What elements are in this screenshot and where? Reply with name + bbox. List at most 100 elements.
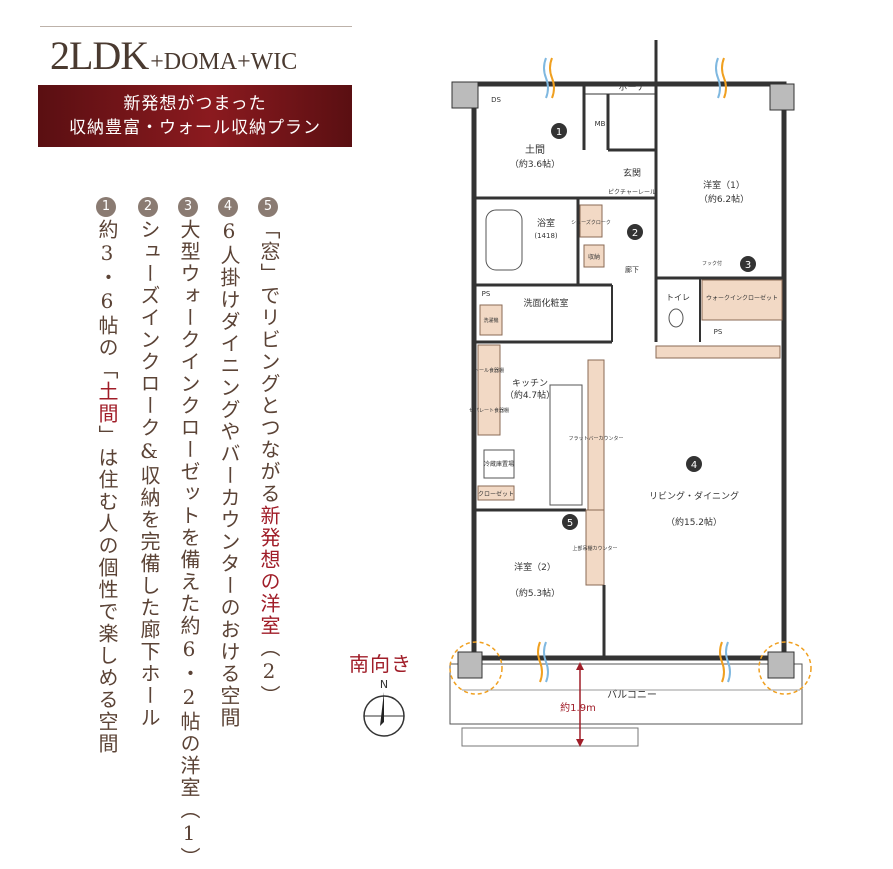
wall-storage-strip	[655, 345, 781, 359]
airflow-icon	[537, 641, 549, 683]
compass-north-label: N	[380, 678, 388, 691]
marker-1-num: 1	[556, 127, 562, 138]
floor-plan: ポーチ MB DS 1 土間 （約3.6帖） 玄関 ピクチャーレール 浴室 (1…	[449, 40, 812, 747]
ds-label: DS	[491, 96, 501, 104]
banner-line-1: 新発想がつまった	[123, 94, 267, 114]
marker-3	[740, 256, 756, 272]
plan-type-suffix: +DOMA+WIC	[150, 49, 298, 75]
header-rule	[40, 26, 352, 27]
depth-arrow-head-top	[576, 662, 584, 670]
feature-text-end: （2）	[257, 637, 281, 707]
column-tl	[451, 81, 479, 109]
feature-text: 大型ウォークインクローゼットを備えた約6・2帖の洋室（1）	[177, 219, 201, 869]
porch-label: ポーチ	[618, 82, 645, 93]
washer-label: 洗濯機	[483, 317, 498, 324]
plan-type-main: 2LDK	[50, 33, 149, 78]
living-size: （約15.2帖）	[666, 516, 722, 528]
corner-window-highlight	[449, 641, 503, 695]
feature-text: 6人掛けダイニングやバーカウンターのおける空間	[217, 219, 241, 729]
marker-4	[686, 456, 702, 472]
hook-label: フック付	[702, 260, 722, 267]
marker-2	[627, 224, 643, 240]
marker-3-num: 3	[745, 260, 751, 271]
balcony-outline	[449, 663, 803, 725]
balcony-railing	[461, 727, 639, 747]
kitchen-counter	[549, 384, 583, 506]
airflow-icon	[719, 641, 731, 683]
south-facing-label: 南向き	[349, 652, 412, 676]
feature-text-end: 」は住む人の個性で楽しめる空間	[95, 425, 119, 755]
marker-1	[551, 123, 567, 139]
feature-number: 3	[178, 197, 198, 217]
compass-needle	[380, 692, 384, 726]
ps-label-2: PS	[714, 328, 723, 336]
feature-text: シューズインクローク&収納を完備した廊下ホール	[137, 219, 161, 729]
depth-arrow-head-bottom	[576, 739, 584, 747]
western2-size: （約5.3帖）	[510, 587, 560, 599]
ps-label-1: PS	[482, 290, 491, 298]
marker-2-num: 2	[632, 228, 638, 239]
kitchen-shelves	[477, 344, 501, 436]
column-bl	[457, 651, 483, 679]
feature-2: 2 シューズインクローク&収納を完備した廊下ホール	[137, 192, 166, 729]
toilet-bowl	[668, 308, 684, 328]
toilet-label: トイレ	[666, 293, 690, 302]
doma-label: 土間	[525, 143, 545, 156]
feature-text: 「窓」でリビングとつながる	[257, 219, 281, 505]
hallway-label: 廊下	[625, 265, 639, 274]
marker-4-num: 4	[691, 460, 697, 471]
storage-block	[583, 244, 605, 268]
feature-3: 3 大型ウォークインクローゼットを備えた約6・2帖の洋室（1）	[177, 192, 206, 869]
walkin-closet	[701, 279, 783, 321]
marker-5	[562, 514, 578, 530]
closet-block	[477, 485, 515, 501]
feature-highlight: 新発想の洋室	[257, 505, 281, 637]
outer-wall	[471, 81, 787, 661]
feature-text: 約3・6帖の「	[95, 219, 119, 381]
storage-label: 収納	[588, 253, 600, 261]
bath-size: (1418)	[534, 232, 558, 240]
fridge-space	[483, 449, 515, 479]
bathtub	[485, 209, 523, 271]
marker-5-num: 5	[567, 518, 573, 529]
plan-type-title: 2LDK +DOMA+WIC	[50, 32, 350, 78]
feature-4: 4 6人掛けダイニングやバーカウンターのおける空間	[217, 192, 246, 729]
bath-label: 浴室	[537, 217, 555, 229]
separate-shelf-label: セパレート食器棚	[469, 407, 509, 414]
counter-top-label: フラットバーカウンター	[568, 435, 623, 442]
closet-label: クローゼット	[478, 490, 514, 498]
balcony-label: バルコニー	[607, 689, 657, 701]
shoes-cloak-label: シューズクローク	[571, 219, 611, 226]
feature-5: 5 「窓」でリビングとつながる新発想の洋室（2）	[257, 192, 286, 707]
living-label: リビング・ダイニング	[649, 490, 739, 502]
depth-label: 約1.9m	[560, 701, 596, 714]
washroom-label: 洗面化粧室	[523, 297, 568, 309]
airflow-icon	[543, 57, 555, 99]
plan-banner: 新発想がつまった 収納豊富・ウォール収納プラン	[38, 85, 352, 147]
kitchen-size: （約4.7帖）	[505, 389, 555, 401]
mb-label: MB	[595, 120, 606, 128]
feature-number: 4	[218, 197, 238, 217]
western1-size: （約6.2帖）	[699, 193, 749, 205]
feature-1: 1 約3・6帖の「土間」は住む人の個性で楽しめる空間	[95, 192, 124, 755]
feature-number: 5	[258, 197, 278, 217]
airflow-icon	[715, 57, 727, 99]
doma-size: （約3.6帖）	[510, 158, 560, 170]
western1-label: 洋室（1）	[703, 179, 745, 191]
compass: N	[363, 678, 405, 737]
banner-line-2: 収納豊富・ウォール収納プラン	[69, 118, 321, 138]
tall-shelf-label: トール食器棚	[474, 367, 504, 374]
counter-bottom-label: 上部吊棚カウンター	[572, 545, 617, 552]
fridge-label: 冷蔵庫置場	[484, 460, 514, 468]
western2-label: 洋室（2）	[514, 561, 556, 573]
column-tr	[769, 83, 795, 111]
bar-counter	[587, 359, 605, 511]
picture-rail-label: ピクチャーレール	[608, 189, 656, 196]
feature-number: 1	[96, 197, 116, 217]
walkin-label: ウォークインクローゼット	[706, 294, 778, 302]
washer-block	[479, 304, 503, 336]
entrance-label: 玄関	[623, 167, 641, 179]
feature-highlight: 土間	[95, 381, 119, 425]
column-br	[767, 651, 795, 679]
kitchen-label: キッチン	[512, 378, 548, 389]
